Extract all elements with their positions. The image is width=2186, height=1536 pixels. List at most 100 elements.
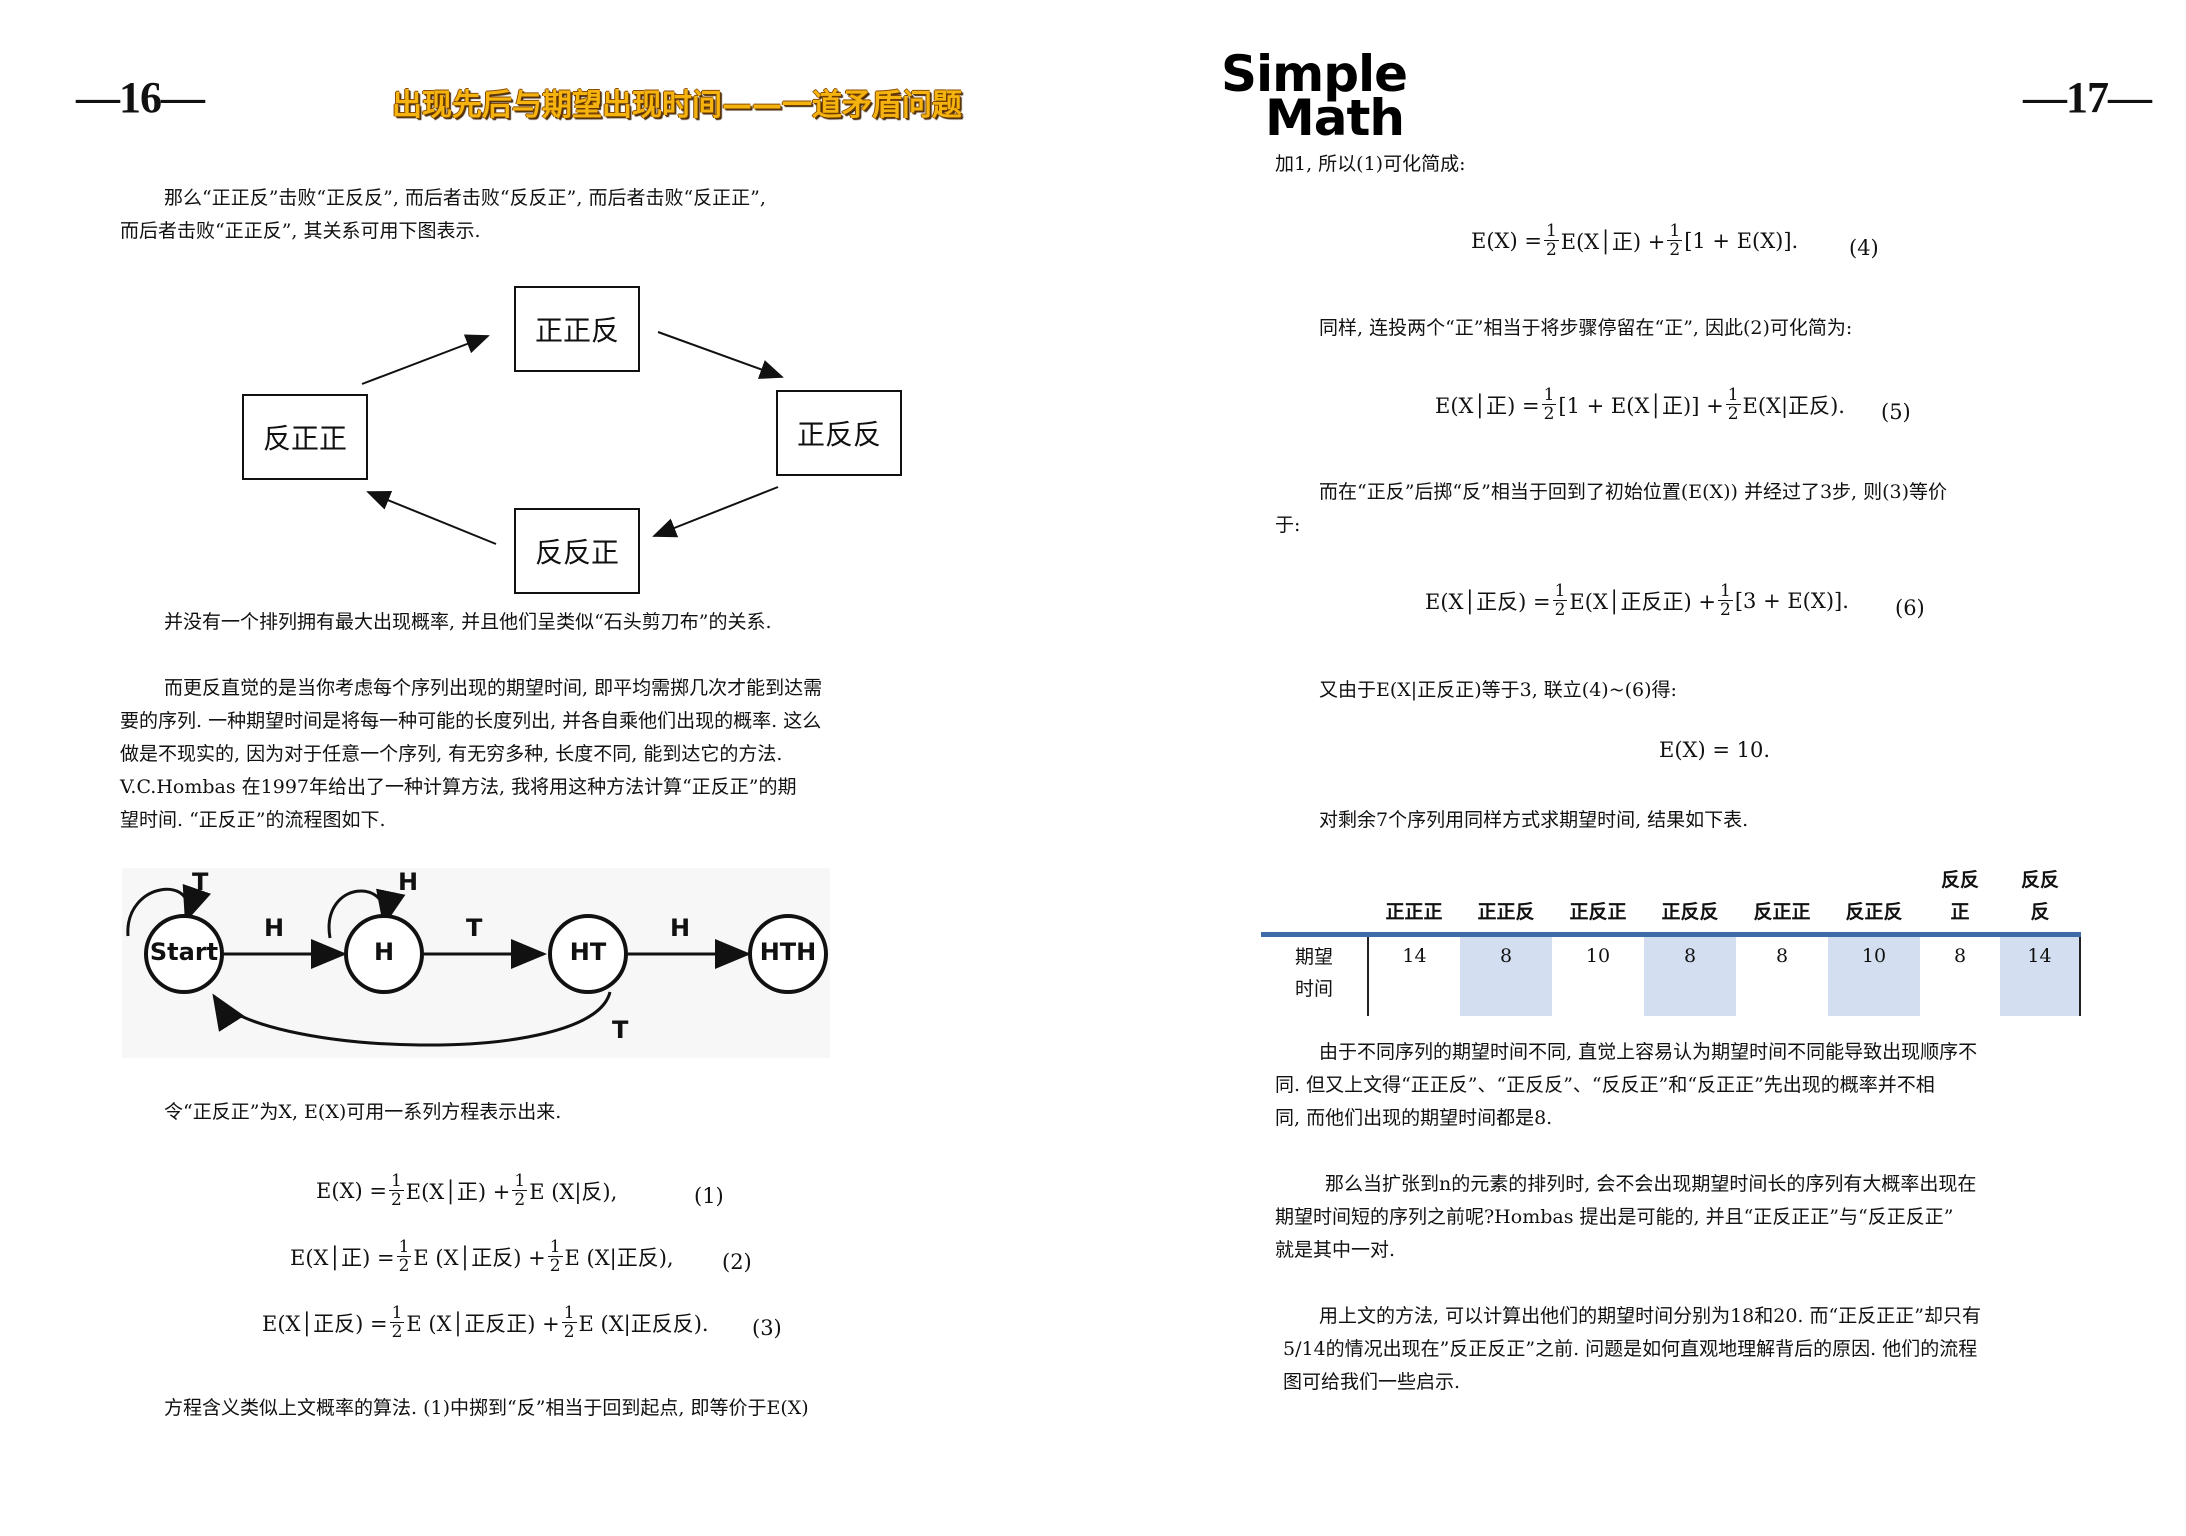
node-bottom: 反反正 xyxy=(514,508,640,594)
eq-text: [1 + E(X)]. xyxy=(1684,228,1799,253)
table-cell: 10 xyxy=(1828,934,1920,1016)
eq-text: E(X│正反) = xyxy=(262,1311,388,1336)
table-header-text: 反反反 xyxy=(2020,869,2059,923)
paragraph-table-intro: 对剩余7个序列用同样方式求期望时间, 结果如下表. xyxy=(1319,809,1749,831)
state-h: H xyxy=(373,938,395,966)
edge-label-h-ht: T xyxy=(466,914,483,942)
text-line: 同, 而他们出现的期望时间都是8. xyxy=(1275,1107,1553,1129)
text-line: 而更反直觉的是当你考虑每个序列出现的期望时间, 即平均需掷几次才能到达需 xyxy=(164,677,823,699)
logo-line: Math xyxy=(1265,89,1405,147)
eq-text: E(X│正反正) + xyxy=(1569,589,1717,614)
text-line: 图可给我们一些启示. xyxy=(1283,1371,1461,1393)
table-header: 反正正 xyxy=(1753,901,1811,923)
state-hth: HTH xyxy=(759,938,817,966)
edge-label-ht-start: T xyxy=(612,1016,629,1044)
eq-text: E (X|正反), xyxy=(564,1245,674,1270)
node-left: 反正正 xyxy=(242,394,368,480)
table-cell: 8 xyxy=(1775,945,1789,967)
chapter-title: 出现先后与期望出现时间——一道矛盾问题 xyxy=(392,88,962,123)
paragraph-combine: 又由于E(X|正反正)等于3, 联立(4)~(6)得: xyxy=(1319,679,1677,701)
table-header: 反反正 xyxy=(1920,862,2000,935)
numerator: 1 xyxy=(547,1237,563,1257)
text-line: 5/14的情况出现在”反正反正”之前. 问题是如何直观地理解背后的原因. 他们的… xyxy=(1283,1338,1978,1360)
denominator: 2 xyxy=(1554,600,1566,620)
denominator: 2 xyxy=(563,1322,575,1342)
flow-chart-edges xyxy=(126,883,828,1047)
numerator: 1 xyxy=(1543,221,1559,241)
text-line: 那么当扩张到n的元素的排列时, 会不会出现期望时间长的序列有大概率出现在 xyxy=(1325,1173,1977,1195)
denominator: 2 xyxy=(1727,404,1739,424)
table-corner xyxy=(1261,862,1368,935)
flow-chart: Start H HT HTH T H H T H T xyxy=(122,868,830,1058)
table-cell: 14 xyxy=(1402,945,1427,967)
numerator: 1 xyxy=(1552,581,1568,601)
equation-number: (2) xyxy=(722,1250,752,1274)
paragraph-n-elements: 那么当扩张到n的元素的排列时, 会不会出现期望时间长的序列有大概率出现在 期望时… xyxy=(1275,1168,2155,1267)
expected-time-table: 正正正 正正反 正反正 正反反 反正正 反正反 反反正 反反反 期望时间 14 … xyxy=(1261,862,2081,1016)
denominator: 2 xyxy=(390,1190,402,1210)
page-number-right: —17— xyxy=(2023,73,2152,122)
eq-text: E(X│正) = xyxy=(290,1245,395,1270)
text-line: 望时间. “正反正”的流程图如下. xyxy=(120,809,386,831)
row-label-text: 期望时间 xyxy=(1294,946,1333,1000)
magazine-logo: Simple Math xyxy=(1221,45,1408,147)
table-header: 反正反 xyxy=(1845,901,1903,923)
table-header-row: 正正正 正正反 正反正 正反反 反正正 反正反 反反正 反反反 xyxy=(1261,862,2080,935)
text-line: 就是其中一对. xyxy=(1275,1239,1396,1261)
logo-line: Simple xyxy=(1221,45,1408,103)
node-right: 正反反 xyxy=(776,390,902,476)
numerator: 1 xyxy=(512,1171,528,1191)
numerator: 1 xyxy=(561,1303,577,1323)
eq-text: E (X|反), xyxy=(529,1179,618,1204)
eq-text: E(X) = xyxy=(1471,228,1542,253)
table-header: 正反反 xyxy=(1661,901,1719,923)
text-line: 期望时间短的序列之前呢?Hombas 提出是可能的, 并且“正反正正”与“反正反… xyxy=(1275,1206,1954,1228)
table-row: 期望时间 14 8 10 8 8 10 8 14 xyxy=(1261,934,2081,1016)
numerator: 1 xyxy=(1718,581,1733,601)
table-header: 正正正 xyxy=(1385,901,1443,923)
left-page: —16— 出现先后与期望出现时间——一道矛盾问题 那么“正正反”击败“正反反”,… xyxy=(76,73,970,1419)
denominator: 2 xyxy=(398,1256,410,1276)
paragraph-simplify: 加1, 所以(1)可化简成: xyxy=(1275,153,1466,175)
text-line: 那么“正正反”击败“正反反”, 而后者击败“反反正”, 而后者击败“反正正”, xyxy=(164,187,766,209)
equation-number: (4) xyxy=(1849,236,1879,260)
numerator: 1 xyxy=(1541,385,1557,405)
table-cell: 8 xyxy=(1644,934,1736,1016)
paragraph-intro: 那么“正正反”击败“正反反”, 而后者击败“反反正”, 而后者击败“反正正”, … xyxy=(120,182,970,248)
equation-number: (5) xyxy=(1881,400,1911,424)
eq-text: E(X) = xyxy=(316,1178,387,1203)
paragraph-expected-time: 而更反直觉的是当你考虑每个序列出现的期望时间, 即平均需掷几次才能到达需 要的序… xyxy=(120,672,970,837)
numerator: 1 xyxy=(396,1237,412,1257)
table-cell: 14 xyxy=(2000,934,2081,1016)
text-line: 做是不现实的, 因为对于任意一个序列, 有无穷多种, 长度不同, 能到达它的方法… xyxy=(120,743,783,765)
paragraph-return-start: 而在“正反”后掷“反”相当于回到了初始位置(E(X)) 并经过了3步, 则(3)… xyxy=(1275,476,2155,542)
table-cell: 8 xyxy=(1460,934,1552,1016)
text-line: 而后者击败“正正反”, 其关系可用下图表示. xyxy=(120,220,481,242)
eq-text: E(X│正反) = xyxy=(1425,589,1551,614)
edge-label-start-h: H xyxy=(264,914,285,942)
equation-number: (1) xyxy=(694,1184,724,1208)
numerator: 1 xyxy=(1667,221,1683,241)
edge-label-ht-hth: H xyxy=(670,914,691,942)
denominator: 2 xyxy=(1545,240,1557,260)
text-line: 而在“正反”后掷“反”相当于回到了初始位置(E(X)) 并经过了3步, 则(3)… xyxy=(1319,481,1948,503)
table-cell: 8 xyxy=(1953,945,1967,967)
denominator: 2 xyxy=(549,1256,561,1276)
paragraph-intuition: 由于不同序列的期望时间不同, 直觉上容易认为期望时间不同能导致出现顺序不 同. … xyxy=(1275,1036,2155,1135)
paragraph-define-x: 令“正反正”为X, E(X)可用一系列方程表示出来. xyxy=(164,1101,562,1123)
cycle-arrows xyxy=(361,331,784,545)
numerator: 1 xyxy=(1725,385,1741,405)
equation-number: (6) xyxy=(1895,596,1925,620)
right-page: Simple Math —17— 加1, 所以(1)可化简成: E(X) = 1… xyxy=(1093,0,2186,1536)
node-top: 正正反 xyxy=(514,286,640,372)
eq-text: [1 + E(X│正)] + xyxy=(1558,393,1724,418)
eq-text: [3 + E(X)]. xyxy=(1734,588,1849,613)
